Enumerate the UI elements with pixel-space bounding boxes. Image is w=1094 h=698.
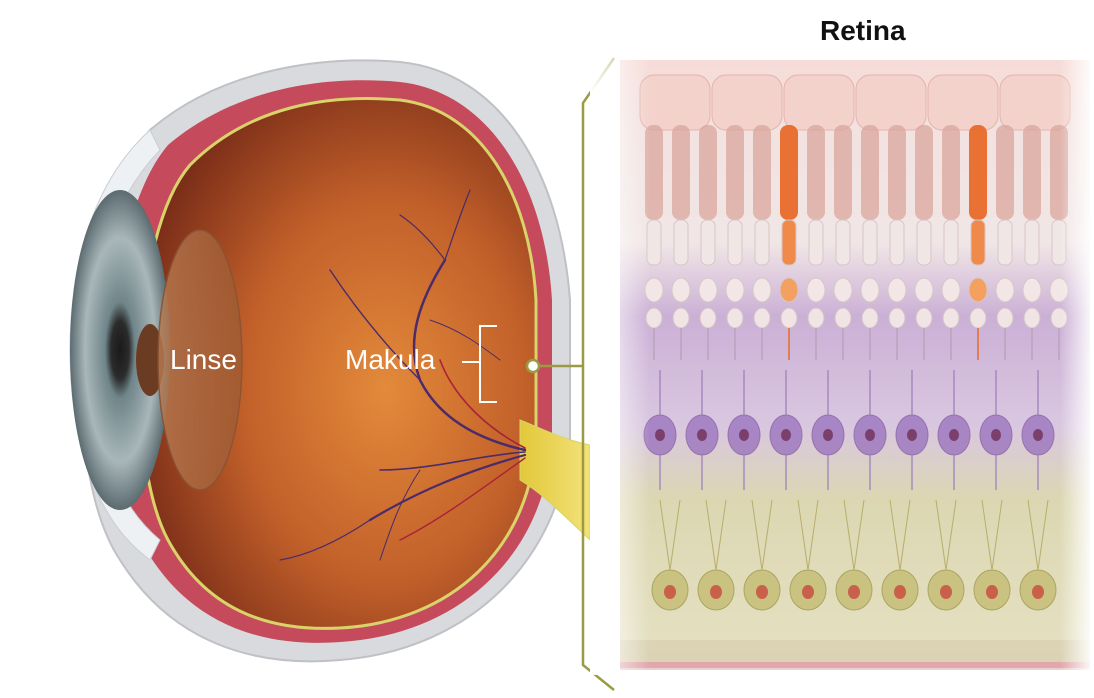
photoreceptor-nucleus: [996, 278, 1014, 302]
bipolar-nucleus: [655, 429, 665, 441]
photoreceptor-nucleus: [726, 278, 744, 302]
lens-label: Linse: [170, 346, 237, 374]
bipolar-nucleus: [949, 429, 959, 441]
photoreceptor-nucleus: [969, 278, 987, 302]
photoreceptor-cell-body: [835, 308, 851, 328]
ganglion-nucleus: [894, 585, 906, 599]
photoreceptor-nucleus: [888, 278, 906, 302]
photoreceptor-inner-segment: [755, 220, 769, 265]
photoreceptor-nucleus: [915, 278, 933, 302]
photoreceptor-nucleus: [942, 278, 960, 302]
photoreceptor-cell-body: [943, 308, 959, 328]
photoreceptor-cell-body: [808, 308, 824, 328]
photoreceptor-nucleus: [807, 278, 825, 302]
photoreceptor-inner-segment: [917, 220, 931, 265]
photoreceptor-inner-segment: [971, 220, 985, 265]
photoreceptor-inner-segment: [998, 220, 1012, 265]
photoreceptor-inner-segment: [1025, 220, 1039, 265]
photoreceptor-nucleus: [834, 278, 852, 302]
photoreceptor-nucleus: [699, 278, 717, 302]
photoreceptor-nucleus: [753, 278, 771, 302]
photoreceptor-inner-segment: [890, 220, 904, 265]
ganglion-nucleus: [710, 585, 722, 599]
photoreceptor-inner-segment: [701, 220, 715, 265]
photoreceptor-nucleus: [780, 278, 798, 302]
retina-title: Retina: [820, 17, 906, 45]
ganglion-nucleus: [756, 585, 768, 599]
photoreceptor-cell-body: [1024, 308, 1040, 328]
nerve-fiber-layer: [620, 640, 1090, 664]
bipolar-nucleus: [865, 429, 875, 441]
photoreceptor-outer-segment: [861, 125, 879, 220]
ganglion-nucleus: [1032, 585, 1044, 599]
photoreceptor-outer-segment: [915, 125, 933, 220]
bipolar-nucleus: [781, 429, 791, 441]
photoreceptor-cell-body: [754, 308, 770, 328]
photoreceptor-inner-segment: [728, 220, 742, 265]
photoreceptor-outer-segment: [807, 125, 825, 220]
ganglion-nucleus: [940, 585, 952, 599]
photoreceptor-cell-body: [700, 308, 716, 328]
photoreceptor-outer-segment: [969, 125, 987, 220]
photoreceptor-cell-body: [970, 308, 986, 328]
photoreceptor-outer-segment: [726, 125, 744, 220]
photoreceptor-cell-body: [862, 308, 878, 328]
bipolar-nucleus: [907, 429, 917, 441]
eye-cross-section: [70, 60, 590, 661]
photoreceptor-nucleus: [1023, 278, 1041, 302]
inner-limiting-membrane: [620, 662, 1090, 668]
retina-closeup: [590, 55, 1094, 675]
photoreceptor-nucleus: [861, 278, 879, 302]
photoreceptor-outer-segment: [699, 125, 717, 220]
ganglion-nucleus: [802, 585, 814, 599]
photoreceptor-outer-segment: [888, 125, 906, 220]
photoreceptor-nucleus: [672, 278, 690, 302]
photoreceptor-outer-segment: [834, 125, 852, 220]
bipolar-nucleus: [1033, 429, 1043, 441]
photoreceptor-inner-segment: [782, 220, 796, 265]
ganglion-nucleus: [664, 585, 676, 599]
photoreceptor-inner-segment: [809, 220, 823, 265]
ganglion-nucleus: [986, 585, 998, 599]
photoreceptor-cell-body: [889, 308, 905, 328]
macula-marker: [527, 360, 539, 372]
photoreceptor-inner-segment: [944, 220, 958, 265]
ganglion-nucleus: [848, 585, 860, 599]
photoreceptor-outer-segment: [1023, 125, 1041, 220]
bipolar-nucleus: [823, 429, 833, 441]
photoreceptor-cell-body: [673, 308, 689, 328]
photoreceptor-outer-segment: [780, 125, 798, 220]
bipolar-nucleus: [739, 429, 749, 441]
photoreceptor-cell-body: [781, 308, 797, 328]
photoreceptor-outer-segment: [753, 125, 771, 220]
bipolar-nucleus: [697, 429, 707, 441]
photoreceptor-outer-segment: [942, 125, 960, 220]
macula-label: Makula: [345, 346, 435, 374]
photoreceptor-inner-segment: [674, 220, 688, 265]
bipolar-nucleus: [991, 429, 1001, 441]
photoreceptor-inner-segment: [836, 220, 850, 265]
photoreceptor-cell-body: [916, 308, 932, 328]
photoreceptor-outer-segment: [996, 125, 1014, 220]
photoreceptor-cell-body: [997, 308, 1013, 328]
photoreceptor-outer-segment: [672, 125, 690, 220]
photoreceptor-cell-body: [727, 308, 743, 328]
photoreceptor-inner-segment: [863, 220, 877, 265]
